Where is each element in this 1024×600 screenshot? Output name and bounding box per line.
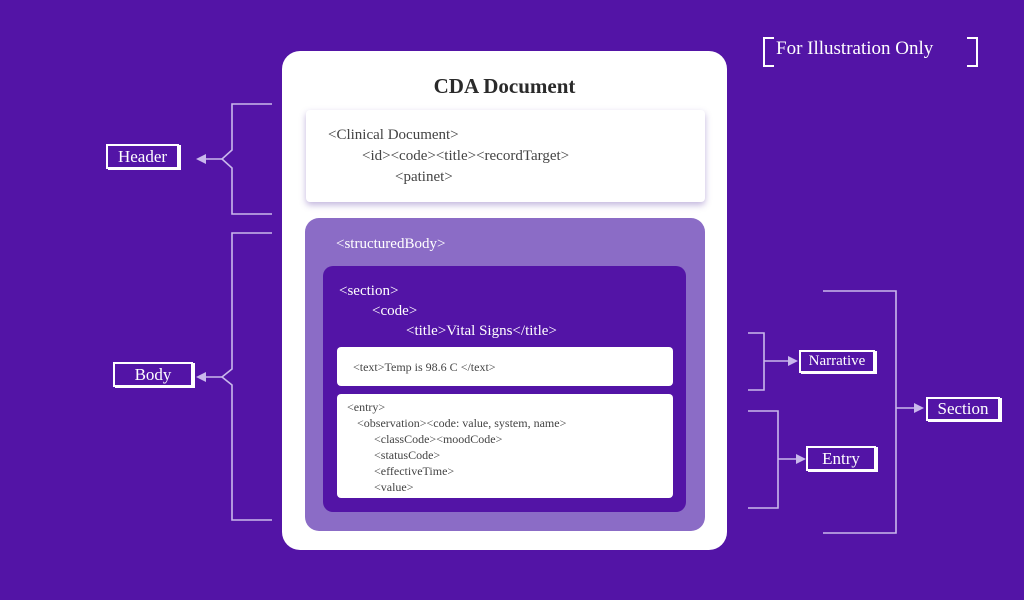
structured-body-label: <structuredBody> [336,236,446,252]
narrative-bracket [748,332,765,391]
narrative-arrowhead [788,356,798,366]
body-brace [220,232,272,521]
header-label: Header [106,144,179,169]
section-label: Section [926,397,1000,421]
entry-line-6: <value> [374,480,414,494]
illustration-bracket-left [763,37,774,67]
illustration-bracket-right [967,37,978,67]
entry-label: Entry [806,446,876,471]
body-label: Body [113,362,193,387]
entry-block: <entry> <observation><code: value, syste… [337,394,673,498]
section-bracket [823,290,897,534]
header-brace [220,103,272,215]
title-tag: <title>Vital Signs</title> [406,323,557,339]
header-line-1: <Clinical Document> [328,127,459,143]
narrative-text: <text>Temp is 98.6 C </text> [353,360,496,374]
header-arrowhead [196,154,206,164]
illustration-note: For Illustration Only [776,38,934,59]
section-arrowhead [914,403,924,413]
entry-bracket [748,410,779,509]
entry-line-3: <classCode><moodCode> [374,432,503,446]
header-line-2: <id><code><title><recordTarget> [362,148,570,164]
document-title: CDA Document [433,74,576,98]
body-arrowhead [196,372,206,382]
entry-line-5: <effectiveTime> [374,464,455,478]
entry-line-1: <entry> [347,400,386,414]
code-tag: <code> [372,303,418,319]
narrative-label: Narrative [799,350,875,373]
entry-line-4: <statusCode> [374,448,441,462]
header-block: <Clinical Document> <id><code><title><re… [306,110,705,202]
entry-arrowhead [796,454,806,464]
section-tag: <section> [339,283,399,299]
entry-line-2: <observation><code: value, system, name> [357,416,567,430]
header-line-3: <patinet> [395,169,453,185]
narrative-block: <text>Temp is 98.6 C </text> [337,347,673,386]
